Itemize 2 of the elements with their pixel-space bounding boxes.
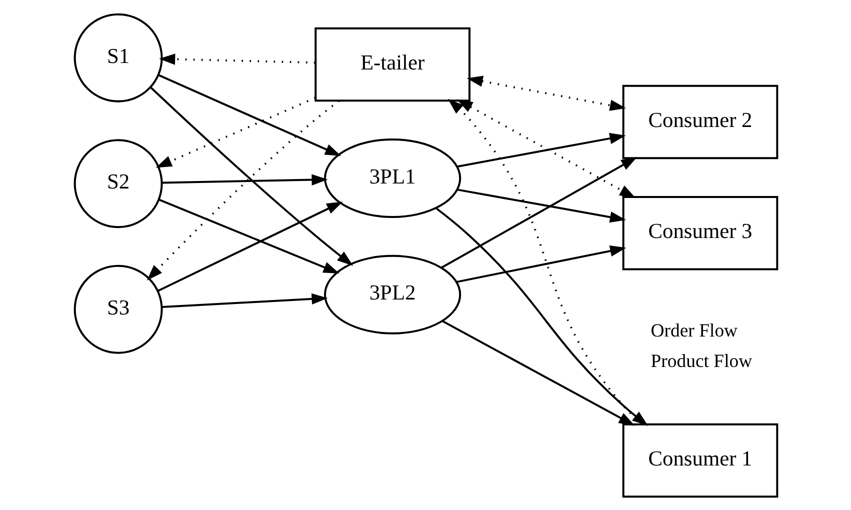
legend-label: Product Flow xyxy=(650,350,752,372)
legend-label: Order Flow xyxy=(650,320,738,341)
